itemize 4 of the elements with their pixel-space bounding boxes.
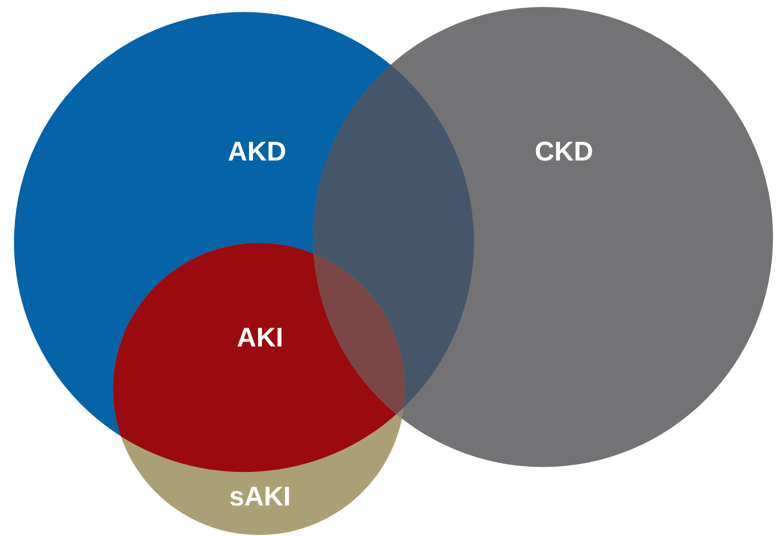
circle-label: sAKI [229, 484, 291, 510]
circle-label: CKD [534, 138, 594, 166]
circle-label: AKI [236, 324, 284, 352]
circle-label: AKD [228, 138, 286, 166]
